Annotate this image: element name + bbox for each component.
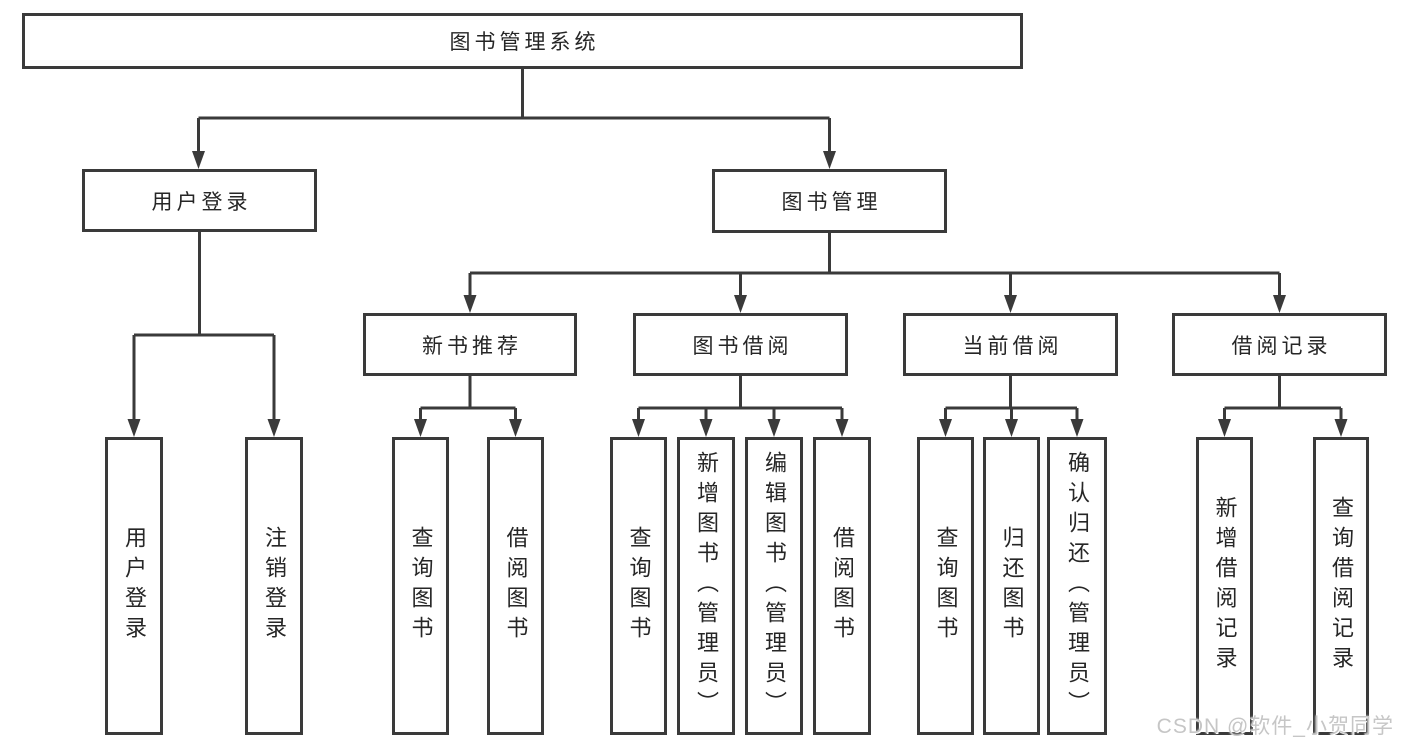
connector-path bbox=[637, 376, 844, 430]
arrowhead-icon bbox=[1218, 419, 1231, 437]
node-book-management: 图书管理 bbox=[712, 169, 947, 233]
node-current-borrow: 当前借阅 bbox=[903, 313, 1118, 376]
node-library-system: 图书管理系统 bbox=[22, 13, 1023, 69]
leaf-query-books-current: 查询图书 bbox=[917, 437, 974, 735]
arrowhead-icon bbox=[632, 419, 645, 437]
node-user-login: 用户登录 bbox=[82, 169, 317, 232]
arrowhead-icon bbox=[127, 419, 141, 437]
leaf-add-books-admin: 新增图书（管理员） bbox=[677, 437, 735, 735]
arrowhead-icon bbox=[192, 151, 205, 169]
arrowhead-icon bbox=[1004, 295, 1017, 313]
connector-path bbox=[944, 376, 1079, 430]
leaf-return-books: 归还图书 bbox=[983, 437, 1040, 735]
leaf-query-borrow-record: 查询借阅记录 bbox=[1313, 437, 1369, 735]
connector-path bbox=[197, 69, 831, 162]
arrowhead-icon bbox=[414, 419, 427, 437]
node-new-book-recommend: 新书推荐 bbox=[363, 313, 577, 376]
node-borrow-records: 借阅记录 bbox=[1172, 313, 1387, 376]
connector-path bbox=[468, 233, 1281, 306]
connector-path bbox=[132, 232, 276, 430]
arrowhead-icon bbox=[823, 151, 836, 169]
arrowhead-icon bbox=[939, 419, 952, 437]
node-book-borrow: 图书借阅 bbox=[633, 313, 848, 376]
arrowhead-icon bbox=[267, 419, 281, 437]
arrowhead-icon bbox=[1273, 295, 1286, 313]
leaf-confirm-return-admin: 确认归还（管理员） bbox=[1047, 437, 1107, 735]
watermark: CSDN @软件_小贺同学 bbox=[1156, 715, 1394, 738]
leaf-edit-books-admin: 编辑图书（管理员） bbox=[745, 437, 803, 735]
connector-path bbox=[1223, 376, 1343, 430]
arrowhead-icon bbox=[1070, 419, 1084, 437]
arrowhead-icon bbox=[734, 295, 747, 313]
arrowhead-icon bbox=[767, 419, 781, 437]
arrowhead-icon bbox=[463, 295, 477, 313]
arrowhead-icon bbox=[699, 419, 713, 437]
leaf-query-books-borrow: 查询图书 bbox=[610, 437, 667, 735]
arrowhead-icon bbox=[1005, 419, 1018, 437]
arrowhead-icon bbox=[835, 419, 849, 437]
arrowhead-icon bbox=[509, 419, 522, 437]
leaf-logout: 注销登录 bbox=[245, 437, 303, 735]
leaf-user-login: 用户登录 bbox=[105, 437, 163, 735]
leaf-add-borrow-record: 新增借阅记录 bbox=[1196, 437, 1253, 735]
leaf-query-books-recommend: 查询图书 bbox=[392, 437, 449, 735]
leaf-borrow-books-recommend: 借阅图书 bbox=[487, 437, 544, 735]
leaf-borrow-books: 借阅图书 bbox=[813, 437, 871, 735]
arrowhead-icon bbox=[1334, 419, 1348, 437]
connector-path bbox=[419, 376, 517, 430]
